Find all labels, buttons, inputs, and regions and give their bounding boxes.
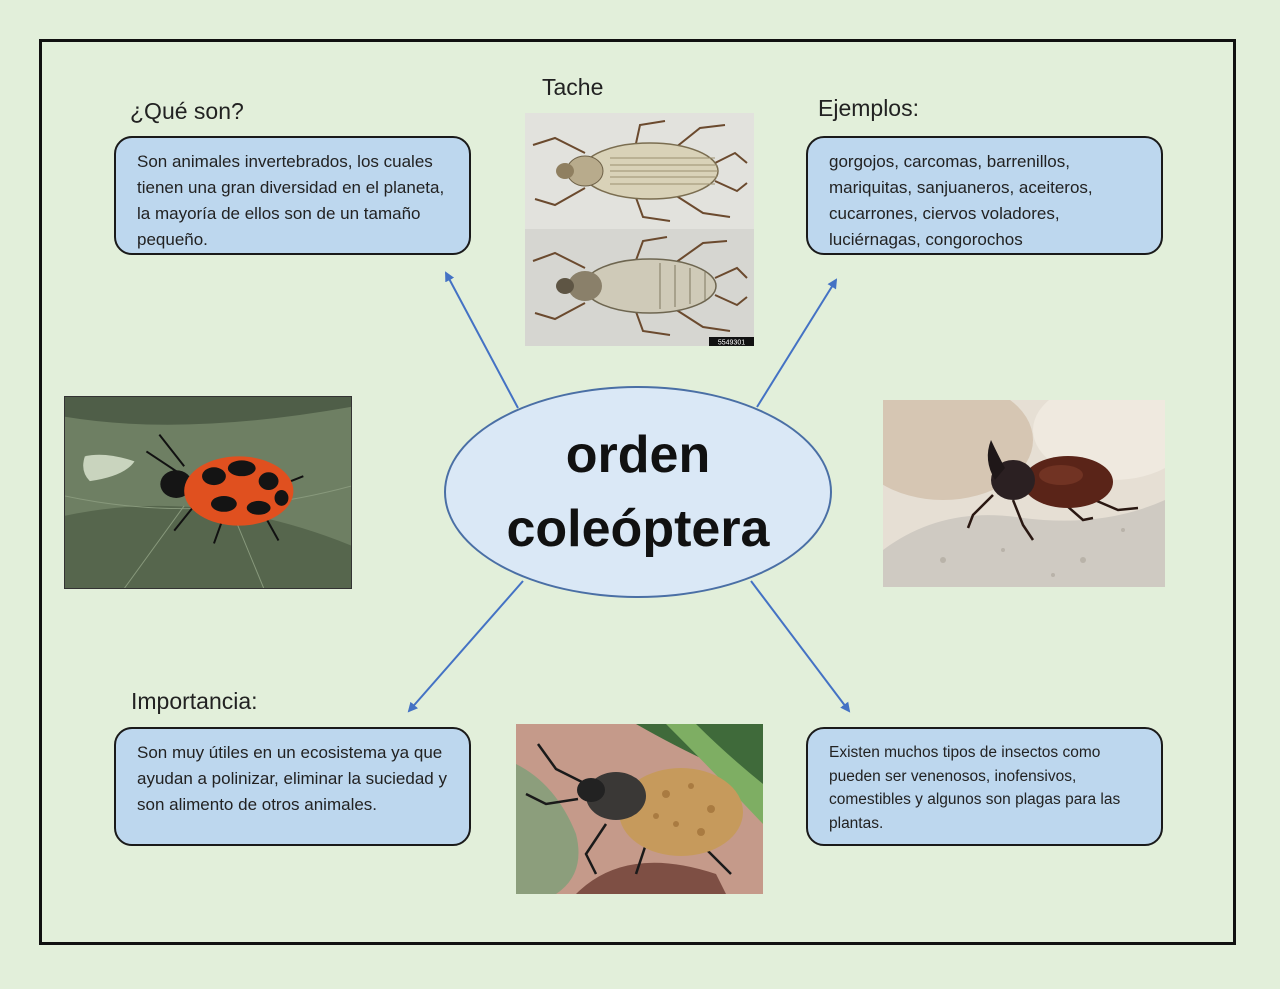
center-title-line1: orden — [565, 426, 711, 484]
center-title-line2: coleóptera — [506, 500, 770, 558]
heading-importancia: Importancia: — [131, 688, 258, 714]
rhino-beetle-photo — [883, 400, 1165, 587]
que-son-box: Son animales invertebrados, los cuales t… — [114, 136, 471, 255]
arrow-que-son — [445, 271, 519, 409]
tipos-box: Existen muchos tipos de insectos como pu… — [806, 727, 1163, 846]
ejemplos-box: gorgojos, carcomas, barrenillos, mariqui… — [806, 136, 1163, 255]
heading-tache: Tache — [542, 74, 604, 100]
beetle-specimen-bottom — [532, 236, 748, 336]
heading-ejemplos: Ejemplos: — [818, 95, 919, 121]
tache-beetle-photo: 5549301 — [525, 113, 754, 346]
diagram-frame — [39, 39, 1236, 945]
leaf-beetle-photo — [64, 396, 352, 589]
arrow-importancia — [407, 580, 524, 713]
beetle-specimen-top — [532, 120, 748, 222]
photo-watermark: 5549301 — [718, 340, 745, 347]
arrow-ejemplos — [756, 278, 838, 408]
flower-beetle-photo — [516, 724, 763, 894]
arrow-tipos — [750, 580, 851, 713]
heading-que-son: ¿Qué son? — [130, 98, 244, 124]
importancia-box: Son muy útiles en un ecosistema ya que a… — [114, 727, 471, 846]
center-topic-ellipse: orden coleóptera — [444, 386, 832, 598]
